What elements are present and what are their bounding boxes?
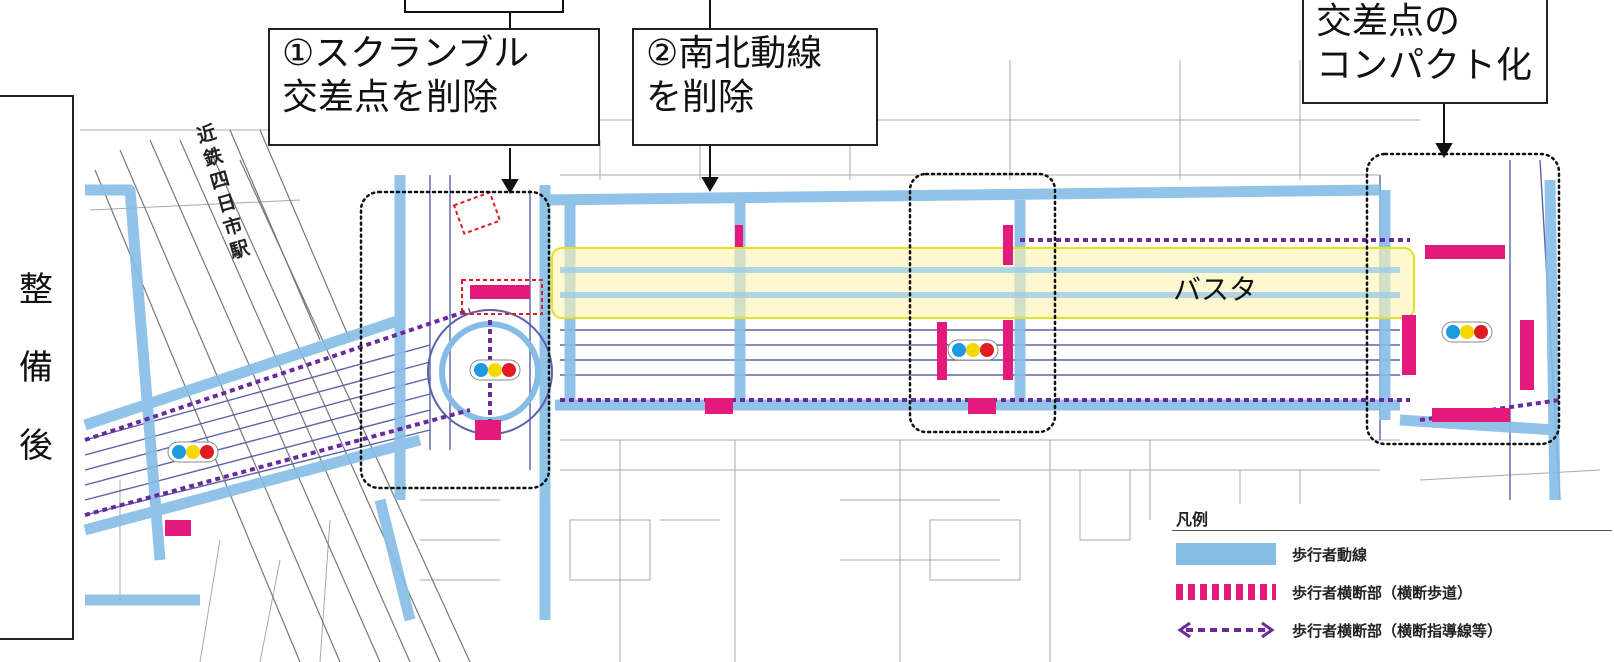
bus-terminal-label: バスタ	[1173, 273, 1258, 306]
traffic-signal	[469, 359, 521, 381]
guide-line-swatch	[1177, 621, 1275, 639]
callout-compact-intersection: 交差点の コンパクト化	[1302, 0, 1548, 104]
callout-line: ②南北動線	[646, 33, 823, 74]
traffic-signal	[167, 441, 219, 463]
map-legend: 凡例 歩行者動線 歩行者横断部（横断歩道） 歩行者横断部（横断指導線等）	[1162, 504, 1614, 662]
side-label-char: 後	[19, 425, 53, 466]
phase-label-after-improvement: 整 備 後	[0, 95, 74, 640]
legend-item-label: 歩行者横断部（横断指導線等）	[1292, 621, 1503, 640]
callout-scramble-removed: ①スクランブル 交差点を削除	[268, 28, 600, 146]
legend-item-label: 歩行者横断部（横断歩道）	[1292, 583, 1473, 602]
legend-divider	[1172, 530, 1612, 531]
legend-item-label: 歩行者動線	[1292, 545, 1368, 564]
crosswalk-swatch	[1176, 584, 1276, 600]
callout-line: ①スクランブル	[282, 33, 530, 74]
callout-line: 交差点を削除	[282, 77, 499, 118]
side-label-char: 備	[19, 347, 53, 388]
legend-item-walk-route: 歩行者動線	[1176, 540, 1367, 568]
traffic-signal	[1441, 321, 1493, 343]
callout-line: を削除	[646, 77, 755, 118]
callout-line: コンパクト化	[1316, 45, 1533, 86]
legend-item-crosswalk: 歩行者横断部（横断歩道）	[1176, 578, 1472, 606]
road-lanes	[84, 159, 1561, 516]
legend-title: 凡例	[1176, 510, 1209, 529]
bus-terminal-area	[551, 247, 1415, 319]
legend-item-guide-line: 歩行者横断部（横断指導線等）	[1176, 616, 1502, 644]
side-label-char: 整	[19, 269, 53, 310]
crosswalks	[165, 225, 1534, 536]
walk-route-swatch	[1176, 543, 1276, 565]
top-callout-box	[404, 0, 564, 13]
traffic-signal	[947, 339, 999, 361]
removed-crossings	[452, 191, 543, 315]
callout-north-south-removed: ②南北動線 を削除	[632, 28, 878, 146]
focus-areas	[359, 152, 1561, 490]
callout-line: 交差点の	[1316, 1, 1461, 42]
